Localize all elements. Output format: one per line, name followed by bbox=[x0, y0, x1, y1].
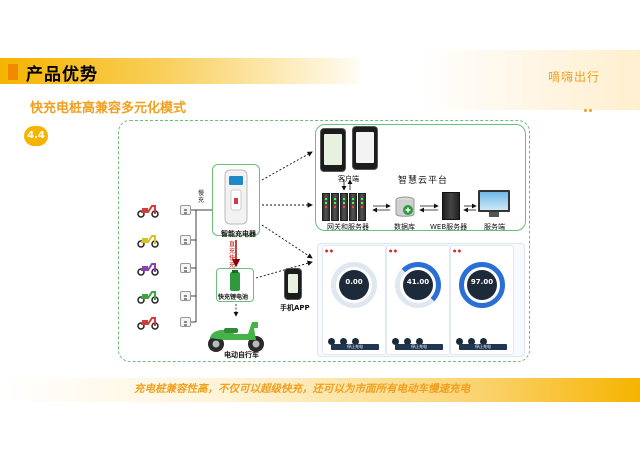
footer-caption: 充电桩兼容性高，不仅可以超级快充，还可以为市面所有电动车慢速充电 bbox=[134, 383, 470, 395]
scooter-icon-purple bbox=[137, 263, 159, 276]
server-rack-icon bbox=[340, 193, 348, 221]
battery-label: 快充锂电池 bbox=[218, 294, 249, 301]
smart-charger-label: 智能充电器 bbox=[221, 230, 256, 238]
gateway-label: 网关和服务器 bbox=[327, 223, 369, 231]
server-rack-icon bbox=[331, 193, 339, 221]
app-header-icon: ● ● bbox=[389, 248, 398, 253]
ebike-icon bbox=[208, 322, 264, 352]
title-bar bbox=[0, 58, 360, 84]
database-icon bbox=[395, 196, 415, 217]
cloud-platform-title: 智慧云平台 bbox=[398, 176, 449, 186]
server-rack-icon bbox=[349, 193, 357, 221]
service-label: 服务端 bbox=[484, 223, 505, 231]
app-metric-dots bbox=[392, 330, 428, 349]
outlet-icon bbox=[180, 263, 191, 273]
phone-app-label: 手机APP bbox=[280, 304, 310, 312]
title-accent-mark bbox=[8, 64, 18, 80]
gauge-center bbox=[467, 270, 497, 300]
monitor-stand bbox=[489, 212, 499, 217]
gauge-center bbox=[403, 270, 433, 300]
gauge-track bbox=[331, 262, 377, 308]
brand-dots-icon bbox=[584, 97, 594, 116]
battery-icon bbox=[230, 270, 240, 291]
outlet-icon bbox=[180, 317, 191, 327]
stop-charging-button[interactable]: 停止充电 bbox=[395, 344, 443, 350]
stop-charging-button[interactable]: 停止充电 bbox=[331, 344, 379, 350]
section-number-badge: 4.4 bbox=[24, 126, 48, 146]
scooter-icon-red bbox=[137, 317, 159, 330]
slow-charge-label: 慢充 bbox=[197, 190, 204, 204]
ebike-label: 电动自行车 bbox=[224, 351, 259, 359]
client-phone-icon bbox=[320, 128, 346, 172]
outlet-icon bbox=[180, 235, 191, 245]
page-title: 产品优势 bbox=[26, 65, 98, 85]
fast-charge-label: 直充快充 bbox=[228, 241, 235, 269]
database-label: 数据库 bbox=[394, 223, 415, 231]
gauge-value: 41.00 bbox=[406, 278, 430, 286]
outlet-icon bbox=[180, 205, 191, 215]
server-rack-icon bbox=[358, 193, 366, 221]
footer-band bbox=[0, 378, 640, 402]
gauge-arc bbox=[395, 262, 441, 308]
client-label: 客户端 bbox=[338, 175, 359, 183]
app-header-icon: ● ● bbox=[453, 248, 462, 253]
brand-name: 嘀嗨出行 bbox=[548, 70, 601, 84]
phone-app-icon bbox=[284, 268, 302, 300]
monitor-icon bbox=[478, 190, 510, 212]
scooter-icon-red bbox=[137, 205, 159, 218]
scooter-icon-green bbox=[137, 291, 159, 304]
app-screen-3: ● ● 97.00 停止充电 bbox=[450, 245, 514, 355]
client-phone-icon bbox=[352, 126, 378, 170]
app-header-icon: ● ● bbox=[325, 248, 334, 253]
outlet-icon bbox=[180, 291, 191, 301]
scooter-icon-yellow bbox=[137, 235, 159, 248]
app-metric-dots bbox=[456, 330, 492, 349]
stop-charging-button[interactable]: 停止充电 bbox=[459, 344, 507, 350]
web-server-label: WEB服务器 bbox=[430, 223, 468, 231]
web-server-icon bbox=[442, 192, 460, 220]
header-decoration bbox=[420, 50, 640, 110]
app-metric-dots bbox=[328, 330, 364, 349]
section-subtitle: 快充电桩高兼容多元化模式 bbox=[30, 101, 187, 116]
charger-icon bbox=[224, 169, 248, 225]
app-screen-1: ● ● 0.00 停止充电 bbox=[322, 245, 386, 355]
gauge-center bbox=[339, 270, 369, 300]
server-rack-icon bbox=[322, 193, 330, 221]
gauge-value: 0.00 bbox=[345, 278, 363, 286]
app-screen-2: ● ● 41.00 停止充电 bbox=[386, 245, 450, 355]
gauge-value: 97.00 bbox=[470, 278, 494, 286]
gauge-track bbox=[459, 262, 505, 308]
